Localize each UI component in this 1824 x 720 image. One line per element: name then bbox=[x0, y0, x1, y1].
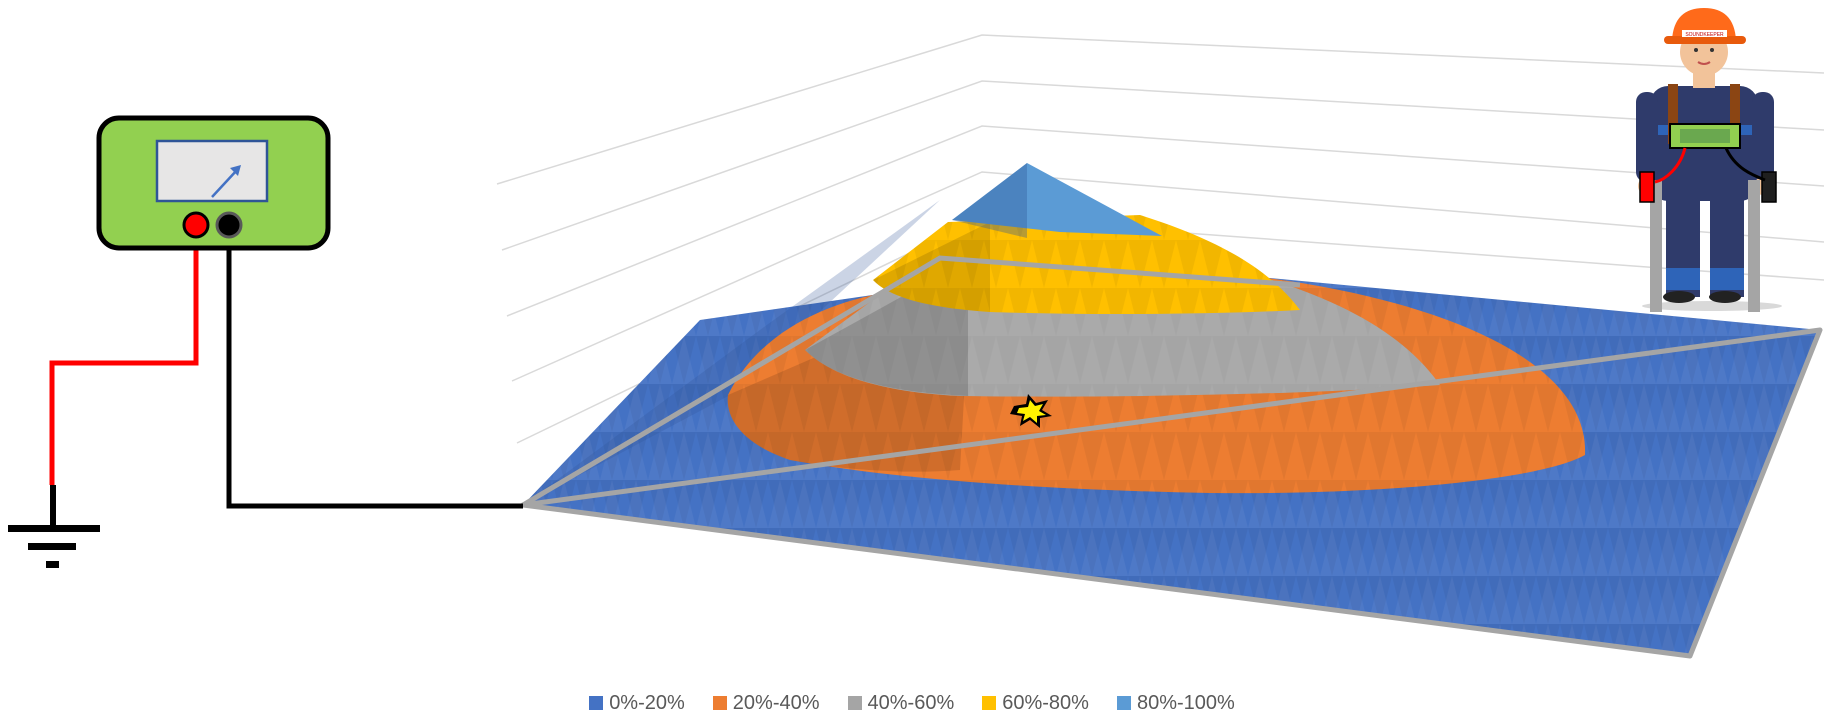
black-lead-wire bbox=[226, 226, 523, 509]
legend-item: 40%-60% bbox=[847, 691, 955, 715]
band-80-100 bbox=[952, 163, 1162, 236]
meter-display bbox=[155, 139, 269, 203]
legend-label: 20%-40% bbox=[732, 691, 820, 714]
gridline bbox=[511, 171, 1824, 382]
helmet-text: SOUNDKEEPER bbox=[1685, 32, 1724, 38]
meter-needle bbox=[211, 169, 238, 198]
surface-plot bbox=[520, 163, 1823, 659]
earth-tester-meter bbox=[96, 115, 331, 251]
gridline bbox=[506, 125, 1824, 317]
legend-swatch bbox=[589, 696, 604, 710]
legend-label: 40%-60% bbox=[867, 691, 955, 714]
legend-item: 60%-80% bbox=[982, 692, 1089, 715]
right-probe bbox=[1748, 180, 1760, 312]
legend-label: 0%-20% bbox=[609, 691, 685, 714]
legend-label: 80%-100% bbox=[1136, 691, 1235, 714]
legend-swatch bbox=[982, 696, 997, 710]
red-terminal-icon bbox=[182, 211, 210, 239]
fault-spark-icon bbox=[1010, 394, 1052, 428]
legend-item: 0%-20% bbox=[589, 692, 685, 715]
gridline bbox=[496, 34, 1824, 185]
left-probe bbox=[1650, 180, 1662, 312]
red-lead-wire bbox=[49, 226, 199, 485]
legend-swatch bbox=[847, 696, 862, 710]
legend-item: 20%-40% bbox=[712, 691, 820, 715]
hard-hat-icon: SOUNDKEEPER bbox=[1664, 8, 1746, 44]
legend-swatch bbox=[1116, 696, 1131, 710]
plate-edge bbox=[521, 255, 1301, 508]
legend-item: 80%-100% bbox=[1116, 691, 1235, 715]
worker-figure: SOUNDKEEPER bbox=[1636, 8, 1782, 312]
black-terminal-icon bbox=[215, 211, 243, 239]
ground-icon bbox=[8, 485, 100, 568]
gridline bbox=[501, 80, 1824, 251]
legend-swatch bbox=[712, 696, 727, 710]
legend-label: 60%-80% bbox=[1002, 691, 1089, 714]
plate-border bbox=[520, 327, 1823, 659]
chart-legend: 0%-20% 20%-40% 40%-60% 60%-80% 80%-100% bbox=[0, 688, 1824, 718]
